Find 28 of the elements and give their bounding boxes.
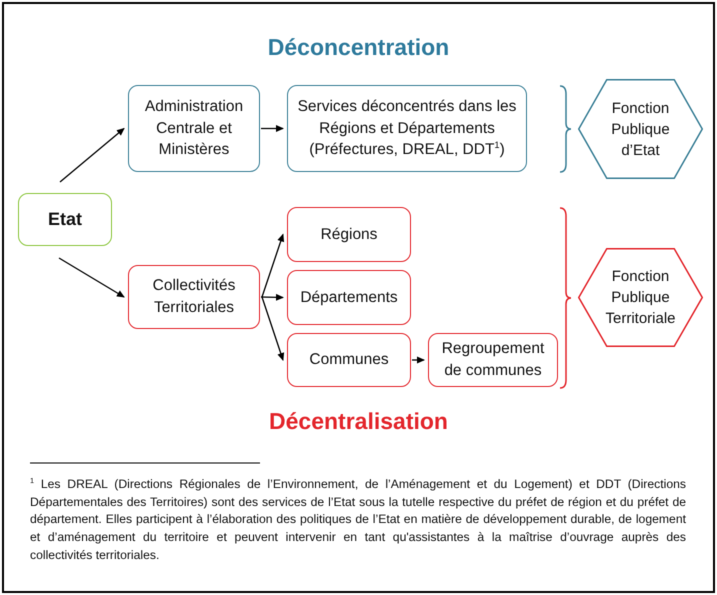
- node-label: Fonction Publique d’Etat: [610, 98, 671, 160]
- node-label: Départements: [299, 288, 399, 308]
- node-label: Régions: [320, 224, 378, 245]
- process-box: [287, 333, 411, 387]
- section-heading: Décentralisation: [268, 408, 449, 435]
- process-box: [428, 333, 558, 387]
- arrow: [261, 125, 284, 132]
- arrow: [261, 296, 284, 361]
- node-label: Administration Centrale et Ministères: [144, 96, 244, 160]
- start-box: [18, 193, 112, 246]
- arrow: [58, 257, 125, 298]
- node-label: Regroupement de communes: [440, 339, 546, 381]
- process-box: [128, 265, 260, 329]
- node-label: Communes: [308, 350, 390, 370]
- arrow: [60, 128, 125, 182]
- arrow: [261, 234, 284, 298]
- arrow: [412, 356, 425, 364]
- node-label: Services déconcentrés dans les Régions et Départements (Préfectures, DREAL, DDT$^{1}$): [296, 96, 518, 160]
- process-box: [287, 270, 411, 325]
- process-box: [287, 85, 527, 172]
- node-label: Fonction Publique Territoriale: [604, 267, 677, 329]
- title: Déconcentration: [266, 34, 450, 61]
- footnote-text: $^{1}$ Les DREAL (Directions Régionales de l’Environnement, de l’Aménagement et du Logement) et DDT (Directions Départementales des Territoires) sont des services de l’Etat sous la tutelle respective du préfet de région et du préfet de département. Elles participent à l’élaboration des politiques de l’Etat en matière de développement durable, de logement et d’aménagement du territoire et peuvent intervenir en tant qu'assistantes à la maîtrise d’ouvrage auprès des collectivités territoriales.: [30, 476, 686, 564]
- node-label: Collectivités Territoriales: [152, 276, 236, 318]
- arrow: [260, 294, 284, 301]
- process-box: [128, 85, 260, 172]
- node-label: Etat: [46, 208, 83, 231]
- process-box: [287, 207, 411, 262]
